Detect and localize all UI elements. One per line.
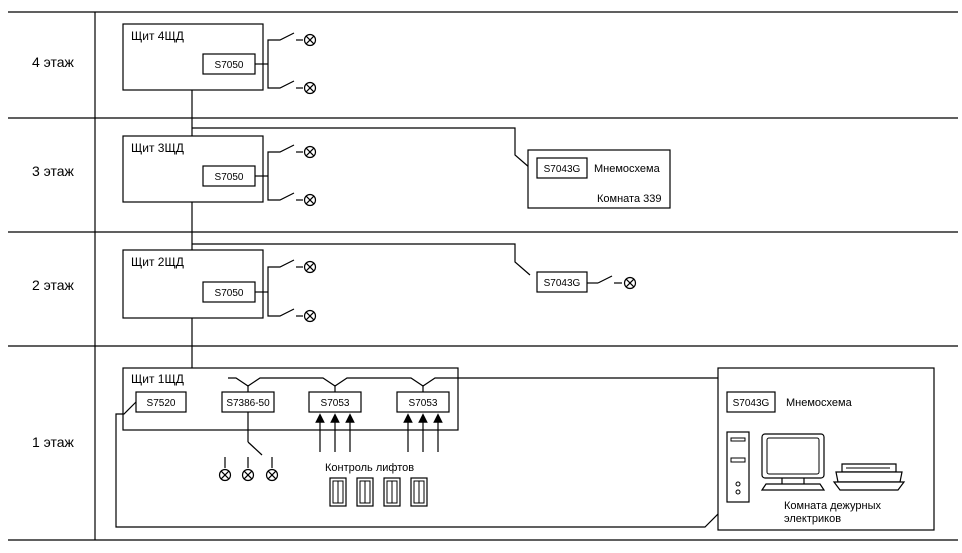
panel-4shd: Щит 4ЩД S7050: [122, 23, 317, 95]
panel-3shd: Щит 3ЩД S7050: [122, 135, 317, 207]
lamp-icon: [303, 33, 317, 47]
lamp-icon: [303, 145, 317, 159]
lamp-icon: [303, 309, 317, 323]
printer-icon: [832, 463, 906, 491]
device-s7050-3: S7050: [215, 172, 244, 183]
lamp-icon: [303, 260, 317, 274]
elevator-icon: [356, 477, 374, 507]
lamp-icon: [241, 468, 255, 482]
device-s7520: S7520: [147, 398, 176, 409]
lamp-icon: [218, 468, 232, 482]
panel-4shd-title: Щит 4ЩД: [131, 29, 184, 43]
elevator-icon: [383, 477, 401, 507]
duty-room-label-line1: Комната дежурных: [784, 500, 881, 512]
mnemoscheme-label-room339: Мнемосхема: [594, 163, 661, 175]
room-339-label: Комната 339: [597, 193, 661, 205]
duty-room-label-line2: электриков: [784, 513, 841, 525]
floor-label-1: 1 этаж: [32, 434, 75, 450]
elevator-icon: [410, 477, 428, 507]
elevator-icon: [329, 477, 347, 507]
device-s7053-1: S7053: [321, 398, 350, 409]
trunk-cable: [191, 63, 263, 387]
s7043g-floor2: S7043G: [536, 271, 637, 293]
device-s7050-2: S7050: [215, 288, 244, 299]
elevator-icons: [329, 477, 428, 507]
device-s7053-2: S7053: [409, 398, 438, 409]
device-s7043g-room339: S7043G: [544, 164, 581, 175]
duty-electricians-room: S7043G Мнемосхема Комната дежурных элект…: [717, 367, 935, 531]
lamp-icon: [265, 468, 279, 482]
lamp-icon: [303, 81, 317, 95]
mnemoscheme-label-duty-room: Мнемосхема: [786, 397, 853, 409]
s7386-lamps: [218, 412, 279, 482]
floor-label-4: 4 этаж: [32, 54, 75, 70]
room-339: S7043G Мнемосхема Комната 339: [527, 149, 671, 209]
lift-control-label: Контроль лифтов: [325, 462, 414, 474]
pc-tower-icon: [726, 431, 750, 503]
panel-3shd-title: Щит 3ЩД: [131, 141, 184, 155]
floor-label-2: 2 этаж: [32, 277, 75, 293]
panel-2shd-title: Щит 2ЩД: [131, 255, 184, 269]
lamp-icon: [303, 193, 317, 207]
lamp-icon: [623, 276, 637, 290]
device-s7386-50: S7386-50: [226, 398, 270, 409]
panel-2shd: Щит 2ЩД S7050: [122, 249, 317, 323]
lift-control-arrows: [315, 413, 443, 452]
device-s7050-4: S7050: [215, 60, 244, 71]
panel-1shd-title: Щит 1ЩД: [131, 372, 184, 386]
floor-grid: [8, 11, 958, 541]
device-s7043g-duty-room: S7043G: [733, 398, 770, 409]
monitor-icon: [760, 433, 826, 491]
device-s7043g-floor2: S7043G: [544, 278, 581, 289]
floor-label-3: 3 этаж: [32, 163, 75, 179]
